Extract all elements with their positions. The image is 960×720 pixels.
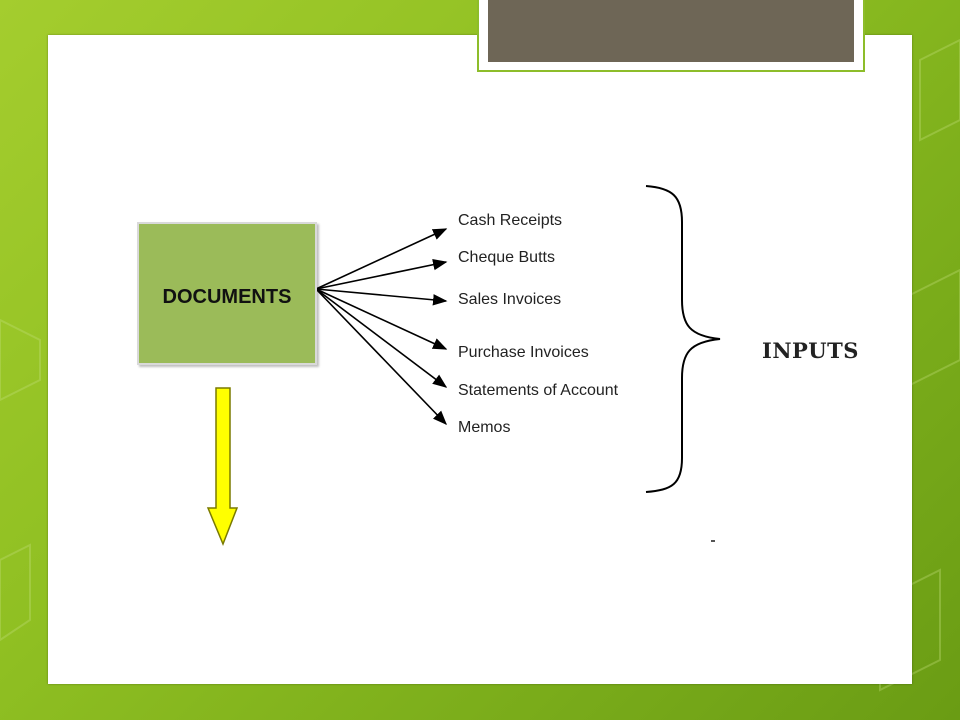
- item-purchase-invoices: Purchase Invoices: [458, 344, 589, 361]
- title-placeholder: [477, 0, 865, 72]
- title-bar: [488, 0, 854, 62]
- arrow-to-memos: [315, 288, 447, 426]
- documents-box: DOCUMENTS: [137, 222, 317, 365]
- arrow-to-cheque-butts: [315, 258, 448, 290]
- item-cheque-butts: Cheque Butts: [458, 249, 555, 266]
- brace-shape: [645, 185, 721, 493]
- item-cash-receipts: Cash Receipts: [458, 212, 563, 229]
- arrow-to-cash-receipts: [315, 228, 448, 290]
- item-statements-of-account: Statements of Account: [458, 382, 619, 399]
- inputs-label: INPUTS: [762, 338, 859, 363]
- item-sales-invoices: Sales Invoices: [458, 291, 562, 308]
- down-arrow: [206, 387, 239, 547]
- arrow-to-purchase-invoices: [315, 288, 448, 350]
- arrow-to-statements-of-account: [315, 288, 448, 388]
- item-memos: Memos: [458, 419, 511, 436]
- arrow-to-sales-invoices: [315, 288, 448, 306]
- stray-dot: [711, 540, 715, 542]
- documents-label: DOCUMENTS: [162, 286, 292, 308]
